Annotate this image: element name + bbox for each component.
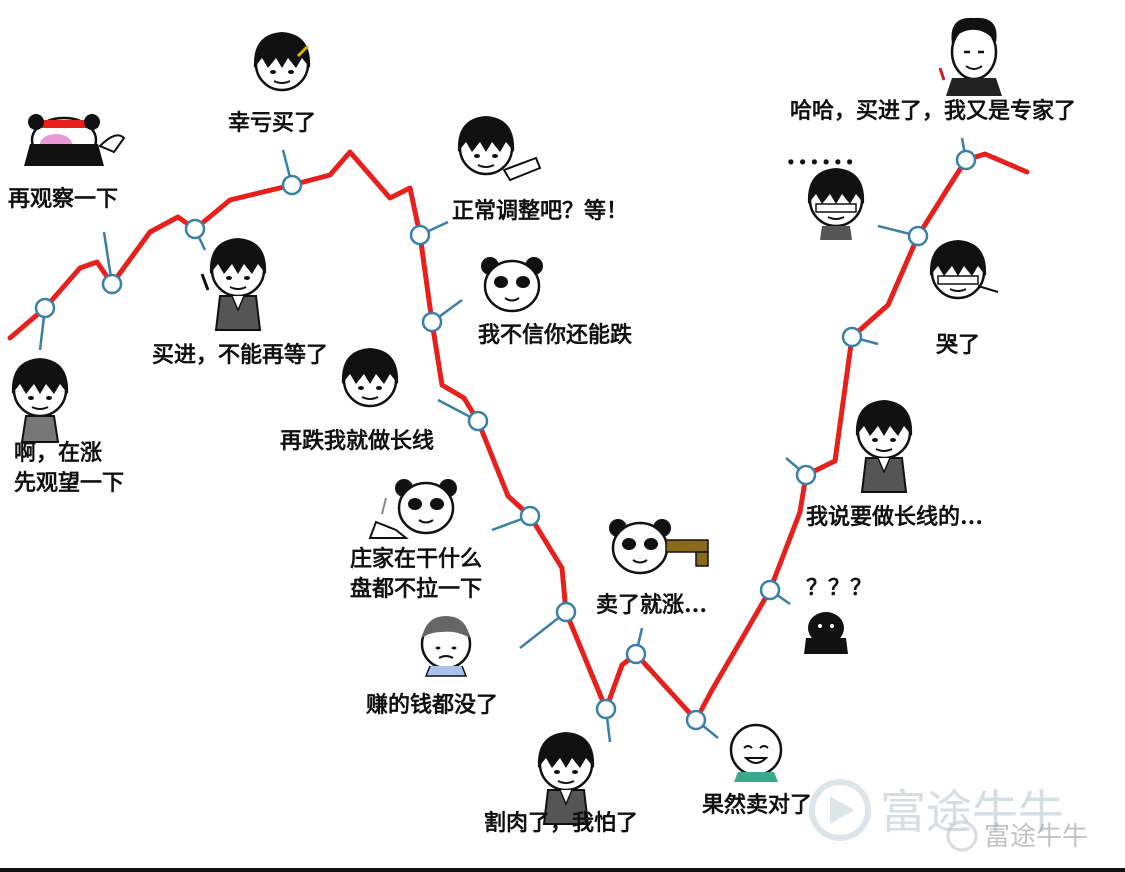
node-sold-rises <box>625 627 647 665</box>
caption-question: ？？？ <box>806 576 873 601</box>
caption-ah-rising: 啊，在涨 <box>14 440 103 466</box>
panda-gun-face-icon <box>607 517 709 575</box>
caption-dealer-2: 盘都不拉一下 <box>350 576 483 602</box>
caption-lucky-bought: 幸亏买了 <box>228 110 317 136</box>
caption-dots: ...... <box>786 138 857 171</box>
caption-drop-long: 再跌我就做长线 <box>280 428 435 454</box>
node-cut <box>595 698 617 743</box>
watermark-logo-icon <box>809 779 871 841</box>
caption-profit-gone: 赚的钱都没了 <box>366 692 499 718</box>
watermark-small-text: 富途牛牛 <box>984 822 1089 852</box>
caption-sold-rises: 卖了就涨... <box>596 592 707 618</box>
node-markers <box>34 137 977 743</box>
headband-panda-face-icon <box>24 114 126 166</box>
caption-expert: 哈哈，买进了，我又是专家了 <box>790 98 1077 124</box>
caption-dealer-1: 庄家在干什么 <box>350 546 483 572</box>
node-dots <box>877 224 929 247</box>
caption-wait-first: 先观望一下 <box>14 470 125 496</box>
bowl-cut-crying-face-icon <box>806 166 866 240</box>
panda-face-icon <box>479 255 545 313</box>
bowl-cut-pointing-face-icon <box>200 236 268 331</box>
node-observe-again <box>101 231 123 295</box>
bowl-cut-face-icon <box>10 356 70 443</box>
caption-cried: 哭了 <box>936 332 981 358</box>
node-cried <box>841 326 879 348</box>
old-man-face-icon <box>420 616 472 677</box>
node-lucky <box>281 149 303 196</box>
node-observe <box>34 297 56 351</box>
node-adjust <box>409 220 449 246</box>
panda-writing-face-icon <box>368 477 459 539</box>
node-sold-right <box>685 709 719 739</box>
suit-man-face-icon <box>938 17 1002 96</box>
smiling-face-icon <box>729 723 783 782</box>
node-long-line <box>437 398 489 432</box>
bottom-border <box>0 868 1125 872</box>
caption-normal-adjust: 正常调整吧？等！ <box>452 198 629 224</box>
caption-cut-loss: 割肉了，我怕了 <box>484 810 639 836</box>
bowl-cut-worried-face-icon <box>456 114 542 182</box>
node-dealer <box>491 505 541 532</box>
node-dont-believe <box>421 298 463 333</box>
caption-long-line: 我说要做长线的... <box>806 504 983 530</box>
node-question <box>759 579 791 606</box>
bowl-cut-sad-face-icon <box>340 346 400 408</box>
caption-buy-cant-wait: 买进，不能再等了 <box>152 342 329 368</box>
watermark-small-logo-icon <box>946 820 978 852</box>
node-profit-gone <box>519 601 577 649</box>
price-line <box>7 149 1030 723</box>
node-buy <box>184 218 207 251</box>
bowl-cut-thinking-face-icon <box>854 398 914 493</box>
caption-dont-believe: 我不信你还能跌 <box>478 322 633 348</box>
bowl-cut-crying-face-icon <box>928 238 999 300</box>
node-said-long <box>785 457 817 486</box>
shadow-figure-icon <box>804 612 848 654</box>
caption-sold-right: 果然卖对了 <box>702 792 813 818</box>
bowl-cut-grin-face-icon <box>252 30 312 92</box>
caption-observe-again: 再观察一下 <box>8 186 119 212</box>
watermark-text: 富途牛牛 <box>880 785 1064 839</box>
node-expert <box>955 137 977 171</box>
